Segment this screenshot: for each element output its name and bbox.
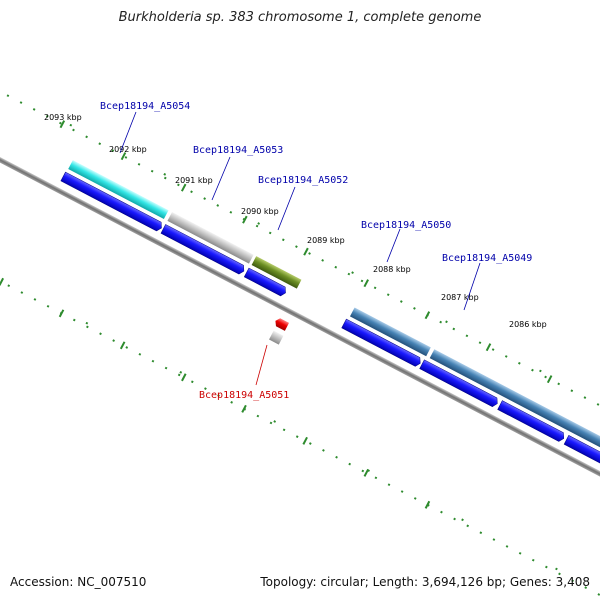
gene-labels: Bcep18194_A5054 Bcep18194_A5053 Bcep1819…: [100, 101, 532, 401]
inner-ruler: [0, 158, 600, 600]
ruler-labels: 2093 kbp 2092 kbp 2091 kbp 2090 kbp 2089…: [44, 113, 547, 329]
leader-line: [255, 344, 268, 386]
gene-arrow[interactable]: [60, 171, 164, 232]
outer-ruler-ticks: [0, 9, 600, 475]
gene-arrow[interactable]: [243, 267, 288, 297]
gene-label-bcep18194-a5049[interactable]: Bcep18194_A5049: [442, 253, 532, 264]
ruler-label: 2087 kbp: [441, 293, 479, 302]
map-title: Burkholderia sp. 383 chromosome 1, compl…: [118, 10, 482, 25]
ruler-label: 2093 kbp: [44, 113, 82, 122]
ruler-label: 2088 kbp: [373, 265, 411, 274]
inner-ruler-ticks: [0, 158, 600, 600]
gene-arrow[interactable]: [497, 400, 566, 443]
feature-bcep18194-a5051-shadow: [269, 330, 284, 345]
gene-arrow[interactable]: [160, 224, 246, 275]
gene-label-bcep18194-a5052[interactable]: Bcep18194_A5052: [258, 175, 348, 186]
leader-line: [386, 228, 401, 263]
gene-arrow[interactable]: [341, 318, 423, 368]
feature-bcep18194-a5054[interactable]: [68, 160, 169, 220]
gene-arrow[interactable]: [563, 435, 600, 476]
feature-bcep18194-a5051-group: [269, 317, 290, 345]
ruler-label: 2092 kbp: [109, 145, 147, 154]
inner-ruler-dots: [0, 160, 600, 600]
leader-line: [463, 262, 481, 311]
topology-text: Topology: circular; Length: 3,694,126 bp…: [260, 575, 590, 589]
ruler-label: 2090 kbp: [241, 207, 279, 216]
feature-bcep18194-a5049[interactable]: [429, 349, 600, 470]
ruler-major-ticks: [0, 120, 553, 509]
feature-bcep18194-a5051[interactable]: [273, 317, 290, 331]
forward-genes: [60, 171, 600, 476]
highlighted-features: [68, 160, 600, 470]
gene-label-bcep18194-a5051[interactable]: Bcep18194_A5051: [199, 390, 289, 401]
feature-bcep18194-a5050[interactable]: [349, 307, 431, 357]
gene-label-bcep18194-a5050[interactable]: Bcep18194_A5050: [361, 220, 451, 231]
ruler-label: 2091 kbp: [175, 176, 213, 185]
gene-arrow[interactable]: [419, 359, 500, 408]
ruler-label: 2086 kbp: [509, 320, 547, 329]
leader-line: [119, 111, 137, 154]
feature-bcep18194-a5053[interactable]: [167, 212, 254, 264]
chromosome-backbone: [0, 133, 600, 510]
leader-line: [277, 186, 296, 231]
gene-label-bcep18194-a5053[interactable]: Bcep18194_A5053: [193, 145, 283, 156]
accession-text: Accession: NC_007510: [10, 575, 147, 589]
leader-line: [211, 156, 231, 201]
feature-bcep18194-a5052[interactable]: [251, 256, 302, 289]
gene-label-bcep18194-a5054[interactable]: Bcep18194_A5054: [100, 101, 190, 112]
ruler-label: 2089 kbp: [307, 236, 345, 245]
